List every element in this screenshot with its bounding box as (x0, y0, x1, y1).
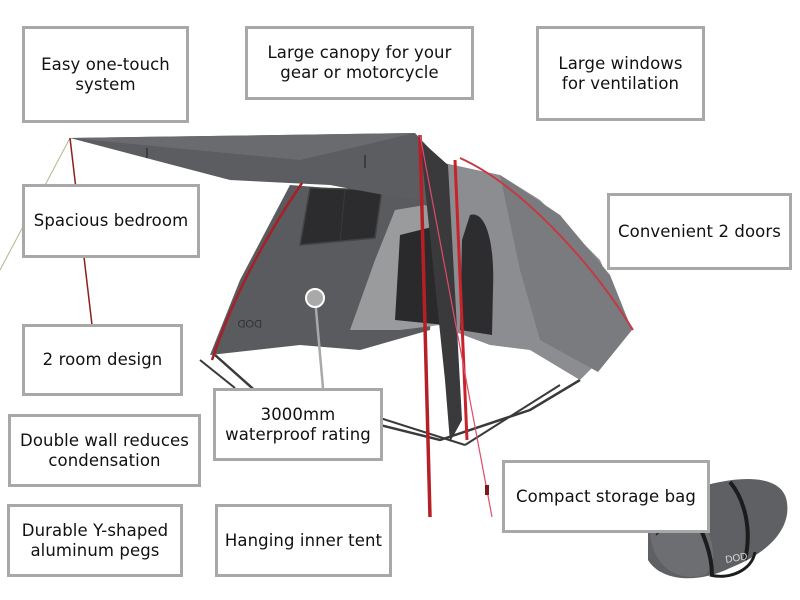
callout-two-room: 2 room design (22, 324, 183, 396)
door-pole (453, 159, 469, 441)
callout-text: Compact storage bag (516, 486, 696, 506)
callout-waterproof: 3000mm waterproof rating (213, 388, 383, 461)
callout-text: Hanging inner tent (224, 530, 383, 550)
door-flap (420, 140, 462, 442)
tent-floor-edge (214, 354, 581, 442)
callout-text: Double wall reduces condensation (20, 430, 189, 470)
callout-double-wall: Double wall reduces condensation (8, 414, 201, 487)
callout-aluminum-pegs: Durable Y-shaped aluminum pegs (7, 504, 183, 577)
callout-inner-tent: Hanging inner tent (215, 504, 392, 577)
callout-text: Durable Y-shaped aluminum pegs (21, 520, 169, 560)
canopy-pole (418, 134, 432, 518)
canopy-tarp (70, 133, 440, 200)
callout-easy-setup: Easy one-touch system (22, 26, 189, 123)
pointer-line (313, 297, 325, 389)
frame-pole (459, 157, 634, 331)
frame-pole (210, 182, 304, 361)
svg-text:DOD: DOD (725, 551, 749, 566)
callout-text: Large windows for ventilation (558, 53, 683, 93)
callout-large-windows: Large windows for ventilation (536, 26, 705, 121)
rear-door-opening (460, 214, 494, 335)
callout-text: Easy one-touch system (41, 54, 170, 94)
callout-large-canopy: Large canopy for your gear or motorcycle (245, 26, 474, 100)
callout-text: Large canopy for your gear or motorcycle (267, 43, 452, 82)
callout-text: Spacious bedroom (33, 211, 189, 230)
callout-text: 3000mm waterproof rating (225, 404, 371, 444)
callout-spacious-bedroom: Spacious bedroom (22, 184, 200, 258)
callout-text: Convenient 2 doors (618, 221, 781, 241)
callout-text: 2 room design (42, 350, 163, 369)
brand-mark: DOD (238, 317, 263, 329)
guy-line (419, 134, 493, 518)
callout-storage-bag: Compact storage bag (502, 460, 710, 533)
pointer-dot (305, 288, 325, 308)
callout-two-doors: Convenient 2 doors (607, 193, 792, 270)
